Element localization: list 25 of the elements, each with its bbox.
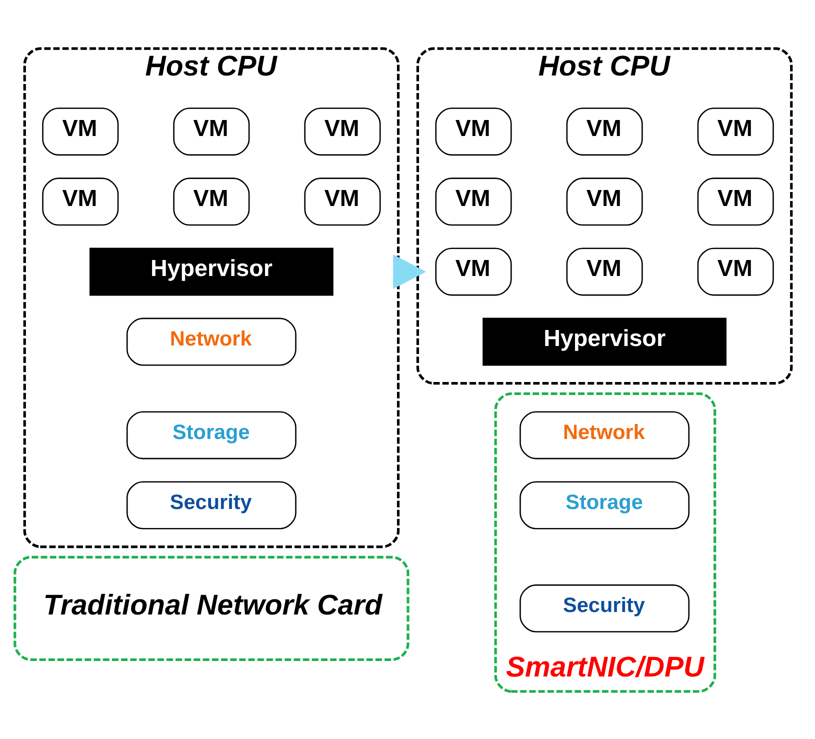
node-box: VM bbox=[696, 177, 774, 226]
node-box: Security bbox=[126, 480, 296, 529]
node-box: VM bbox=[304, 177, 380, 226]
node-box: VM bbox=[566, 177, 642, 226]
node-box: Network bbox=[519, 410, 690, 459]
node-box: VM bbox=[696, 247, 774, 296]
node-box: Hypervisor bbox=[88, 247, 333, 296]
node-box: VM bbox=[434, 107, 512, 156]
node-box: Storage bbox=[126, 410, 296, 459]
node-box: Hypervisor bbox=[482, 317, 726, 366]
node-box: Network bbox=[126, 317, 296, 366]
node-box: Security bbox=[519, 584, 690, 632]
node-box: VM bbox=[566, 107, 642, 156]
node-box: VM bbox=[42, 177, 118, 226]
node-box: VM bbox=[172, 107, 250, 156]
node-box: VM bbox=[696, 107, 774, 156]
arrow bbox=[392, 254, 426, 289]
node-box: VM bbox=[42, 107, 118, 156]
node-box: VM bbox=[434, 247, 512, 296]
node-box: VM bbox=[304, 107, 380, 156]
node-box: Traditional Network Card bbox=[13, 555, 409, 660]
node-box: Storage bbox=[519, 480, 690, 529]
node-box: VM bbox=[434, 177, 512, 226]
node-box: VM bbox=[566, 247, 642, 296]
node-box: VM bbox=[172, 177, 250, 226]
